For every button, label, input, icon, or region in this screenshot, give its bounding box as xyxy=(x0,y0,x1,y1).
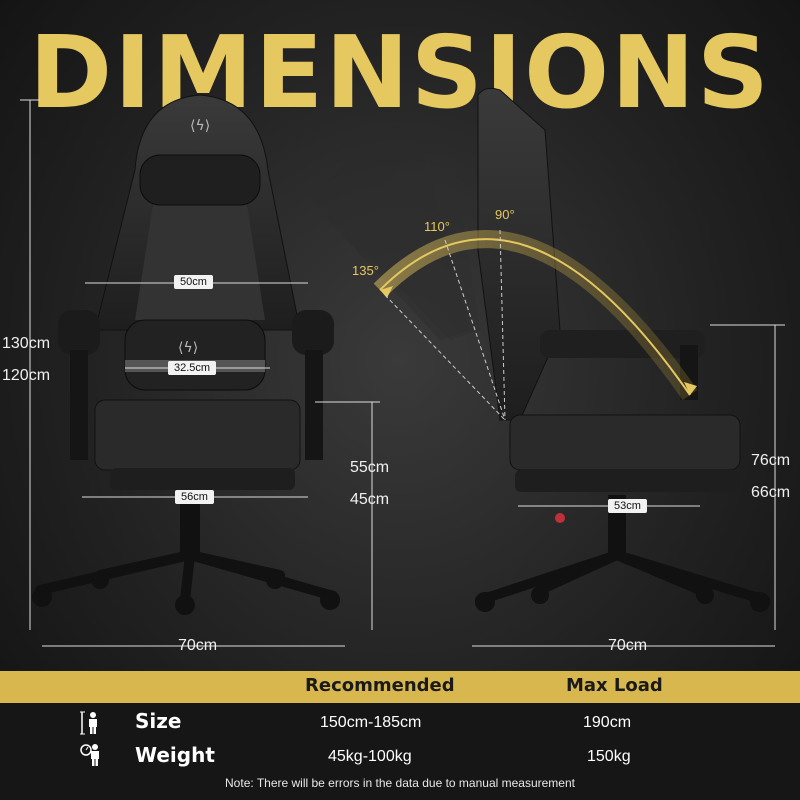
weight-recommended: 45kg-100kg xyxy=(328,748,412,765)
angle-135-label: 135° xyxy=(352,263,379,278)
size-max: 190cm xyxy=(583,714,632,731)
angle-110-label: 110° xyxy=(424,219,450,234)
row-label-weight: Weight xyxy=(135,743,215,767)
header-max-load: Max Load xyxy=(566,675,663,696)
svg-text:⟨ϟ⟩: ⟨ϟ⟩ xyxy=(178,340,198,356)
table-header: Recommended Max Load xyxy=(0,671,800,703)
weight-person-icon xyxy=(80,744,99,766)
side-chair xyxy=(310,87,770,612)
specs-table: Recommended Max Load Size 150cm-185cm 19… xyxy=(0,671,800,800)
svg-text:⟨ϟ⟩: ⟨ϟ⟩ xyxy=(190,118,210,134)
header-recommended: Recommended xyxy=(305,675,455,696)
angle-90-label: 90° xyxy=(495,207,515,222)
side-base-width-label: 70cm xyxy=(608,637,648,654)
page-title: DIMENSIONS xyxy=(29,14,771,131)
height-person-icon xyxy=(80,711,97,735)
measurement-note: Note: There will be errors in the data d… xyxy=(225,776,575,790)
seat-depth-label: 53cm xyxy=(608,499,647,513)
front-chair: ⟨ϟ⟩ ⟨ϟ⟩ xyxy=(32,94,340,615)
front-base-width-label: 70cm xyxy=(178,637,218,654)
size-recommended: 150cm-185cm xyxy=(320,714,422,731)
seat-height-min-label: 45cm xyxy=(350,491,390,508)
seat-height-max-label: 55cm xyxy=(350,459,390,476)
backrest-width-label: 50cm xyxy=(174,275,213,289)
row-label-size: Size xyxy=(135,709,182,733)
lumbar-width-label: 32.5cm xyxy=(168,361,217,375)
armrest-height-max-label: 76cm xyxy=(751,452,791,469)
recline-arc xyxy=(373,229,698,421)
armrest-height-min-label: 66cm xyxy=(751,484,791,501)
seat-width-label: 56cm xyxy=(175,490,214,504)
total-height-label: 130cm xyxy=(2,335,51,352)
weight-max: 150kg xyxy=(587,748,631,765)
chair-illustration: ⟨ϟ⟩ ⟨ϟ⟩ xyxy=(20,87,785,647)
min-height-label: 120cm xyxy=(2,367,51,384)
